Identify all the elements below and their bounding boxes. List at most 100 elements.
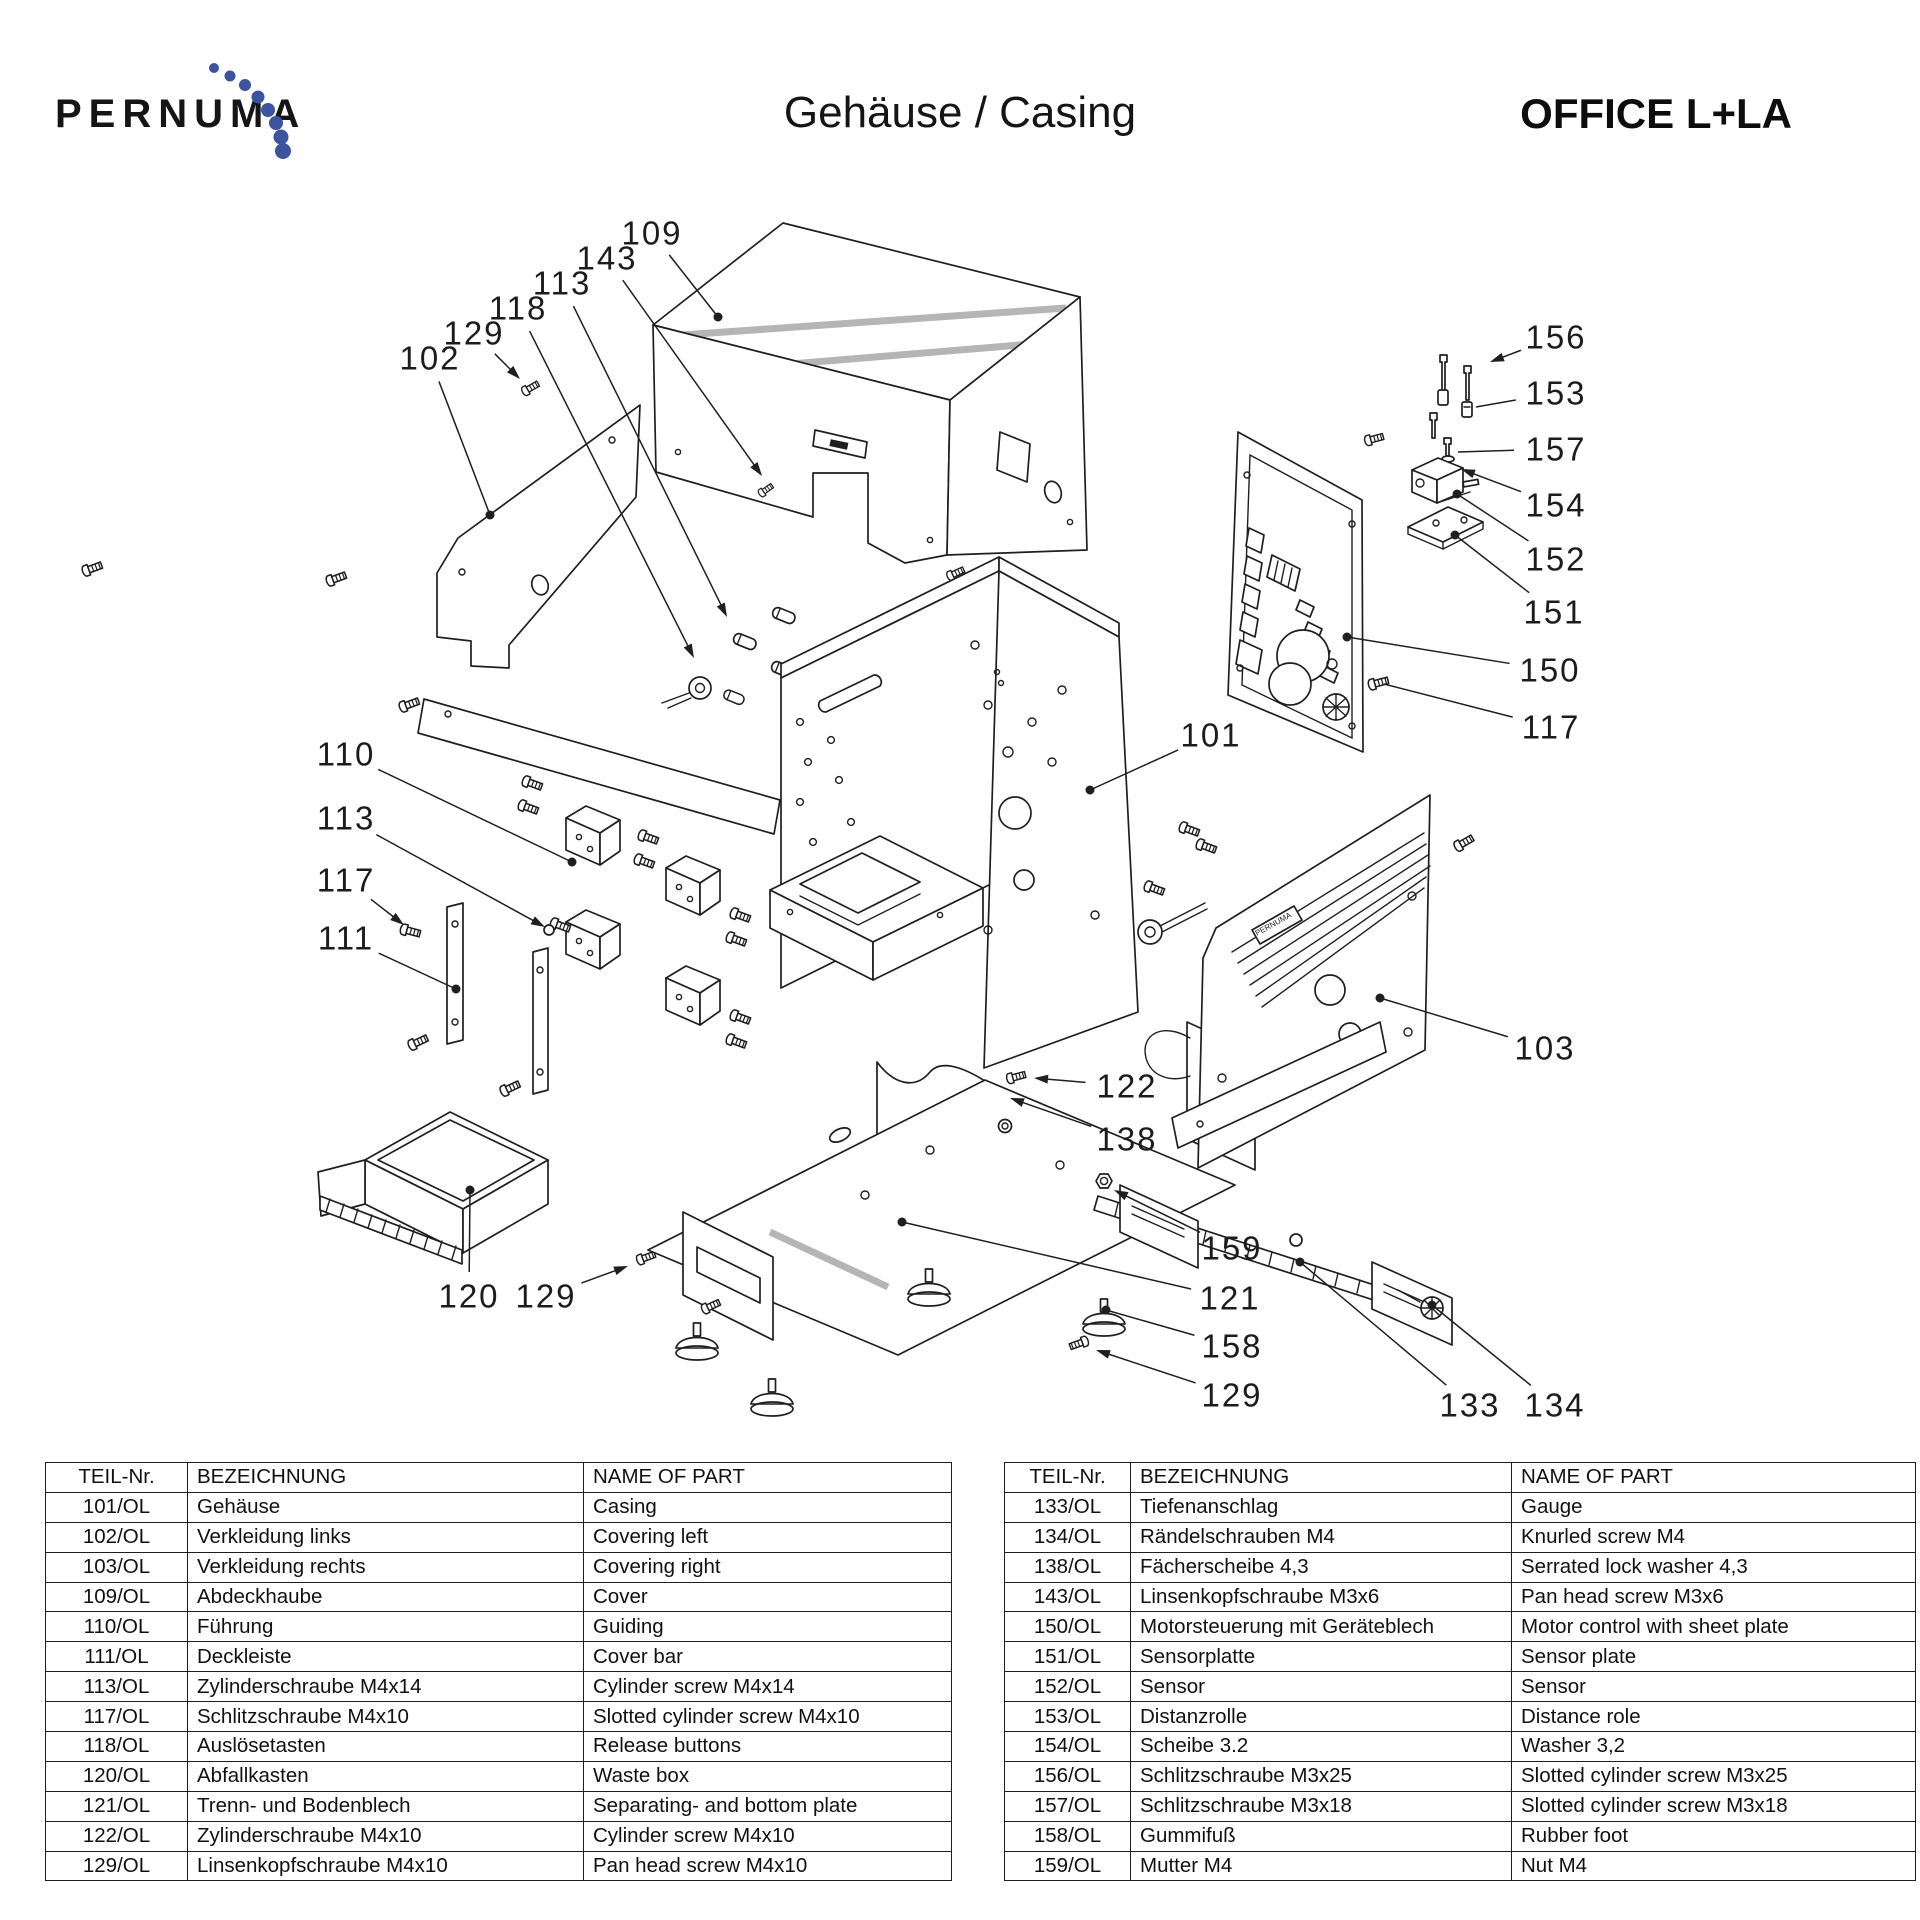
part-name-en: Pan head screw M3x6	[1511, 1581, 1916, 1613]
part-washer-138	[997, 1118, 1013, 1134]
part-name-en: Cover	[583, 1581, 952, 1613]
part-name-en: Motor control with sheet plate	[1511, 1611, 1916, 1643]
part-number: 134/OL	[1004, 1521, 1131, 1553]
page-title: Gehäuse / Casing	[783, 88, 1137, 137]
part-name-en: Sensor	[1511, 1671, 1916, 1703]
part-name-en: Separating- and bottom plate	[583, 1790, 952, 1822]
part-name-de: Gummifuß	[1130, 1820, 1512, 1852]
part-name-de: Schlitzschraube M3x25	[1130, 1760, 1512, 1792]
callout-leader-118	[528, 330, 691, 650]
part-name-de: Fächerscheibe 4,3	[1130, 1551, 1512, 1583]
part-number: 143/OL	[1004, 1581, 1131, 1613]
callout-leader-129	[581, 1268, 619, 1284]
callout-134: 134	[1524, 1387, 1585, 1424]
callout-117: 117	[317, 862, 376, 899]
part-number: 159/OL	[1004, 1850, 1131, 1882]
callout-129: 129	[443, 315, 504, 352]
part-release-buttons-118	[661, 605, 798, 709]
callout-150: 150	[1519, 652, 1580, 689]
callout-dot-151	[1450, 530, 1460, 540]
part-name-de: Tiefenanschlag	[1130, 1491, 1512, 1523]
callout-leader-113	[572, 305, 724, 609]
part-name-de: Mutter M4	[1130, 1850, 1512, 1882]
part-name-de: Abfallkasten	[187, 1760, 584, 1792]
callout-dot-120	[465, 1185, 475, 1195]
part-name-de: Zylinderschraube M4x14	[187, 1671, 584, 1703]
part-number: 153/OL	[1004, 1701, 1131, 1733]
part-name-en: Sensor plate	[1511, 1641, 1916, 1673]
callout-110: 110	[317, 736, 376, 773]
part-waste-box-120	[317, 1111, 658, 1267]
part-number: 151/OL	[1004, 1641, 1131, 1673]
part-number: 154/OL	[1004, 1731, 1131, 1762]
part-name-de: Verkleidung rechts	[187, 1551, 584, 1583]
part-name-de: Gehäuse	[187, 1491, 584, 1523]
callout-leader-120	[468, 1189, 471, 1273]
callout-arrow-122	[1034, 1074, 1049, 1084]
callout-arrow-138	[1010, 1098, 1025, 1107]
callout-leader-133	[1299, 1261, 1447, 1386]
callout-leader-129	[494, 353, 514, 373]
callout-dot-101	[1085, 785, 1095, 795]
part-name-de: Distanzrolle	[1130, 1701, 1512, 1733]
column-header: NAME OF PART	[583, 1462, 952, 1493]
part-name-en: Covering right	[583, 1551, 952, 1583]
part-name-de: Zylinderschraube M4x10	[187, 1820, 584, 1852]
part-motor-control-150	[1227, 430, 1391, 753]
part-name-de: Linsenkopfschraube M4x10	[187, 1850, 584, 1882]
callout-arrow-129	[1096, 1350, 1111, 1359]
callout-leader-154	[1470, 471, 1522, 493]
callout-121: 121	[1199, 1280, 1260, 1317]
callout-leader-122	[1043, 1078, 1086, 1084]
part-number: 101/OL	[45, 1491, 188, 1523]
callout-leader-138	[1019, 1100, 1092, 1128]
callout-159: 159	[1201, 1230, 1262, 1267]
part-name-de: Führung	[187, 1611, 584, 1643]
part-name-de: Abdeckhaube	[187, 1581, 584, 1613]
callout-leader-153	[1475, 399, 1516, 408]
callout-arrow-113	[716, 602, 727, 617]
callout-leader-151	[1454, 534, 1530, 594]
part-cover-109	[652, 222, 1088, 583]
part-number: 122/OL	[45, 1820, 188, 1852]
part-guiding-blocks-110	[516, 774, 753, 1051]
callout-dot-111	[451, 984, 461, 994]
part-number: 133/OL	[1004, 1491, 1131, 1523]
model-title: OFFICE L+LA	[1520, 90, 1792, 137]
part-cover-bars-111	[398, 902, 549, 1099]
callout-118: 118	[489, 290, 548, 327]
callout-120: 120	[438, 1278, 499, 1315]
part-covering-right-103: PERNUMA	[1137, 794, 1476, 1169]
callout-dot-158	[1101, 1305, 1111, 1315]
callout-109: 109	[621, 215, 682, 252]
part-number: 138/OL	[1004, 1551, 1131, 1583]
part-name-en: Gauge	[1511, 1491, 1916, 1523]
part-number: 121/OL	[45, 1790, 188, 1822]
part-name-en: Rubber foot	[1511, 1820, 1916, 1852]
callout-leader-101	[1089, 749, 1179, 791]
callout-leader-152	[1456, 493, 1529, 542]
part-number: 156/OL	[1004, 1760, 1131, 1792]
callout-dot-110	[567, 857, 577, 867]
